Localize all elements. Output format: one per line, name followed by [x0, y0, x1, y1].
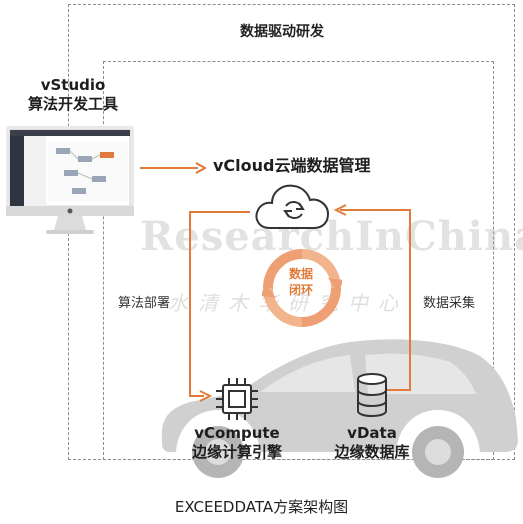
monitor-icon [6, 126, 134, 234]
outer-box-title: 数据驱动研发 [240, 24, 324, 40]
watermark-english: ResearchInChina [140, 213, 523, 260]
cloud-sync-icon [255, 184, 330, 229]
database-icon [357, 373, 387, 418]
vdata-line1: vData [347, 424, 397, 442]
vcompute-line1: vCompute [194, 424, 280, 442]
vcompute-label: vCompute 边缘计算引擎 [168, 424, 306, 462]
vstudio-title-line2: 算法开发工具 [27, 95, 118, 113]
vstudio-title-line1: vStudio [40, 76, 106, 94]
chip-icon [216, 378, 258, 420]
loop-circle-icon [262, 249, 342, 327]
vcompute-line2: 边缘计算引擎 [191, 443, 282, 461]
arrow-to-cloud [140, 162, 206, 174]
loop-label-line2: 闭环 [288, 283, 313, 297]
right-arrow-label: 数据采集 [423, 296, 476, 311]
vdata-line2: 边缘数据库 [334, 443, 410, 461]
vstudio-title: vStudio 算法开发工具 [18, 76, 128, 114]
car-silhouette [161, 339, 518, 478]
loop-arrows [189, 204, 411, 402]
inner-dashed-box [103, 61, 494, 460]
left-arrow-label: 算法部署 [118, 296, 171, 311]
loop-label-line1: 数据 [288, 267, 313, 281]
loop-label: 数据 闭环 [281, 266, 321, 298]
figure-caption: EXCEEDDATA方案架构图 [174, 498, 349, 516]
cloud-title: vCloud云端数据管理 [213, 156, 371, 175]
vdata-label: vData 边缘数据库 [316, 424, 428, 462]
